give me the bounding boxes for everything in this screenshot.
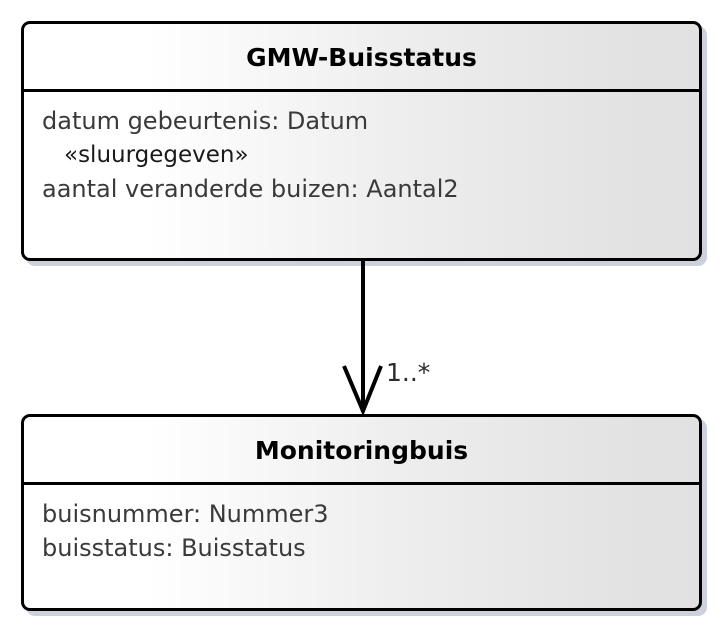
uml-attribute-compartment-monitoringbuis: buisnummer: Nummer3 buisstatus: Buisstat… <box>24 485 699 577</box>
uml-attribute: buisstatus: Buisstatus <box>42 534 306 562</box>
uml-attribute-stereotype: «sluurgegeven» <box>64 142 249 168</box>
association-arrowhead-icon <box>342 365 383 417</box>
association-multiplicity-label: 1..* <box>386 358 431 387</box>
uml-class-monitoringbuis[interactable]: Monitoringbuis buisnummer: Nummer3 buiss… <box>21 414 702 611</box>
uml-attribute: buisnummer: Nummer3 <box>42 500 329 528</box>
uml-class-gmw-buisstatus[interactable]: GMW-Buisstatus datum gebeurtenis: Datum … <box>21 21 702 261</box>
uml-attribute: datum gebeurtenis: Datum <box>42 107 369 135</box>
uml-attribute-compartment-gmw-buisstatus: datum gebeurtenis: Datum «sluurgegeven» … <box>24 92 699 218</box>
uml-class-name-monitoringbuis: Monitoringbuis <box>24 417 699 485</box>
uml-attribute: aantal veranderde buizen: Aantal2 <box>42 175 459 203</box>
uml-class-name-gmw-buisstatus: GMW-Buisstatus <box>24 24 699 92</box>
